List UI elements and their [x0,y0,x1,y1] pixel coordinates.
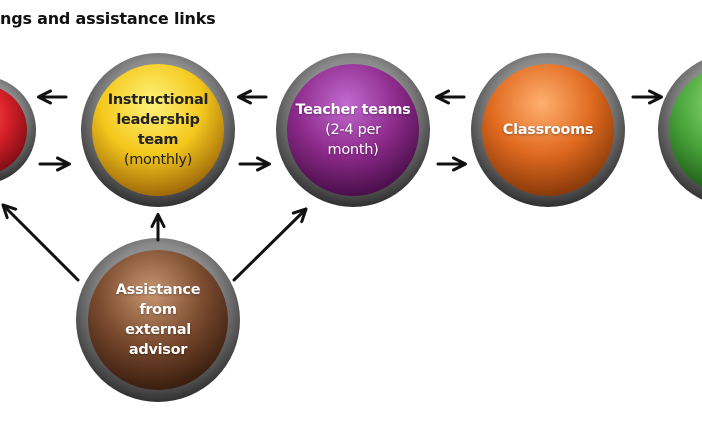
arrow-brown-to-purple [232,207,308,282]
teacher-sub-2: month) [327,142,379,158]
instructional-sub: (monthly) [123,152,193,168]
node-teacher-ring [276,53,430,207]
node-teacher: Teacher teams (2-4 per month) [287,64,419,196]
node-instructional: Instructional leadership team (monthly) [92,64,224,196]
node-assistance: Assistance from external advisor [88,250,228,390]
node-green-ring [658,60,702,200]
node-red-ring [0,79,36,181]
assistance-line-2: from [139,302,177,318]
teacher-line-1: Teacher teams [295,102,411,118]
instructional-line-3: team [137,132,179,148]
node-instructional-ring [81,53,235,207]
diagram-heading: ngs and assistance links [0,9,216,28]
instructional-line-1: Instructional [107,92,209,108]
node-classrooms: Classrooms [482,64,614,196]
node-classrooms-ring [471,53,625,207]
node-teacher-label: Teacher teams (2-4 per month) [296,100,411,160]
assistance-line-3: external [125,322,191,338]
node-assistance-ring [76,238,240,402]
node-assistance-label: Assistance from external advisor [116,280,201,360]
arrow-brown-to-red [1,203,80,282]
node-instructional-label: Instructional leadership team (monthly) [107,90,209,170]
assistance-line-1: Assistance [115,282,201,298]
instructional-line-2: leadership [116,112,200,128]
assistance-line-4: advisor [128,342,188,358]
teacher-sub-1: (2-4 per [325,122,381,138]
classrooms-line-1: Classrooms [502,122,594,138]
node-classrooms-label: Classrooms [502,120,594,140]
